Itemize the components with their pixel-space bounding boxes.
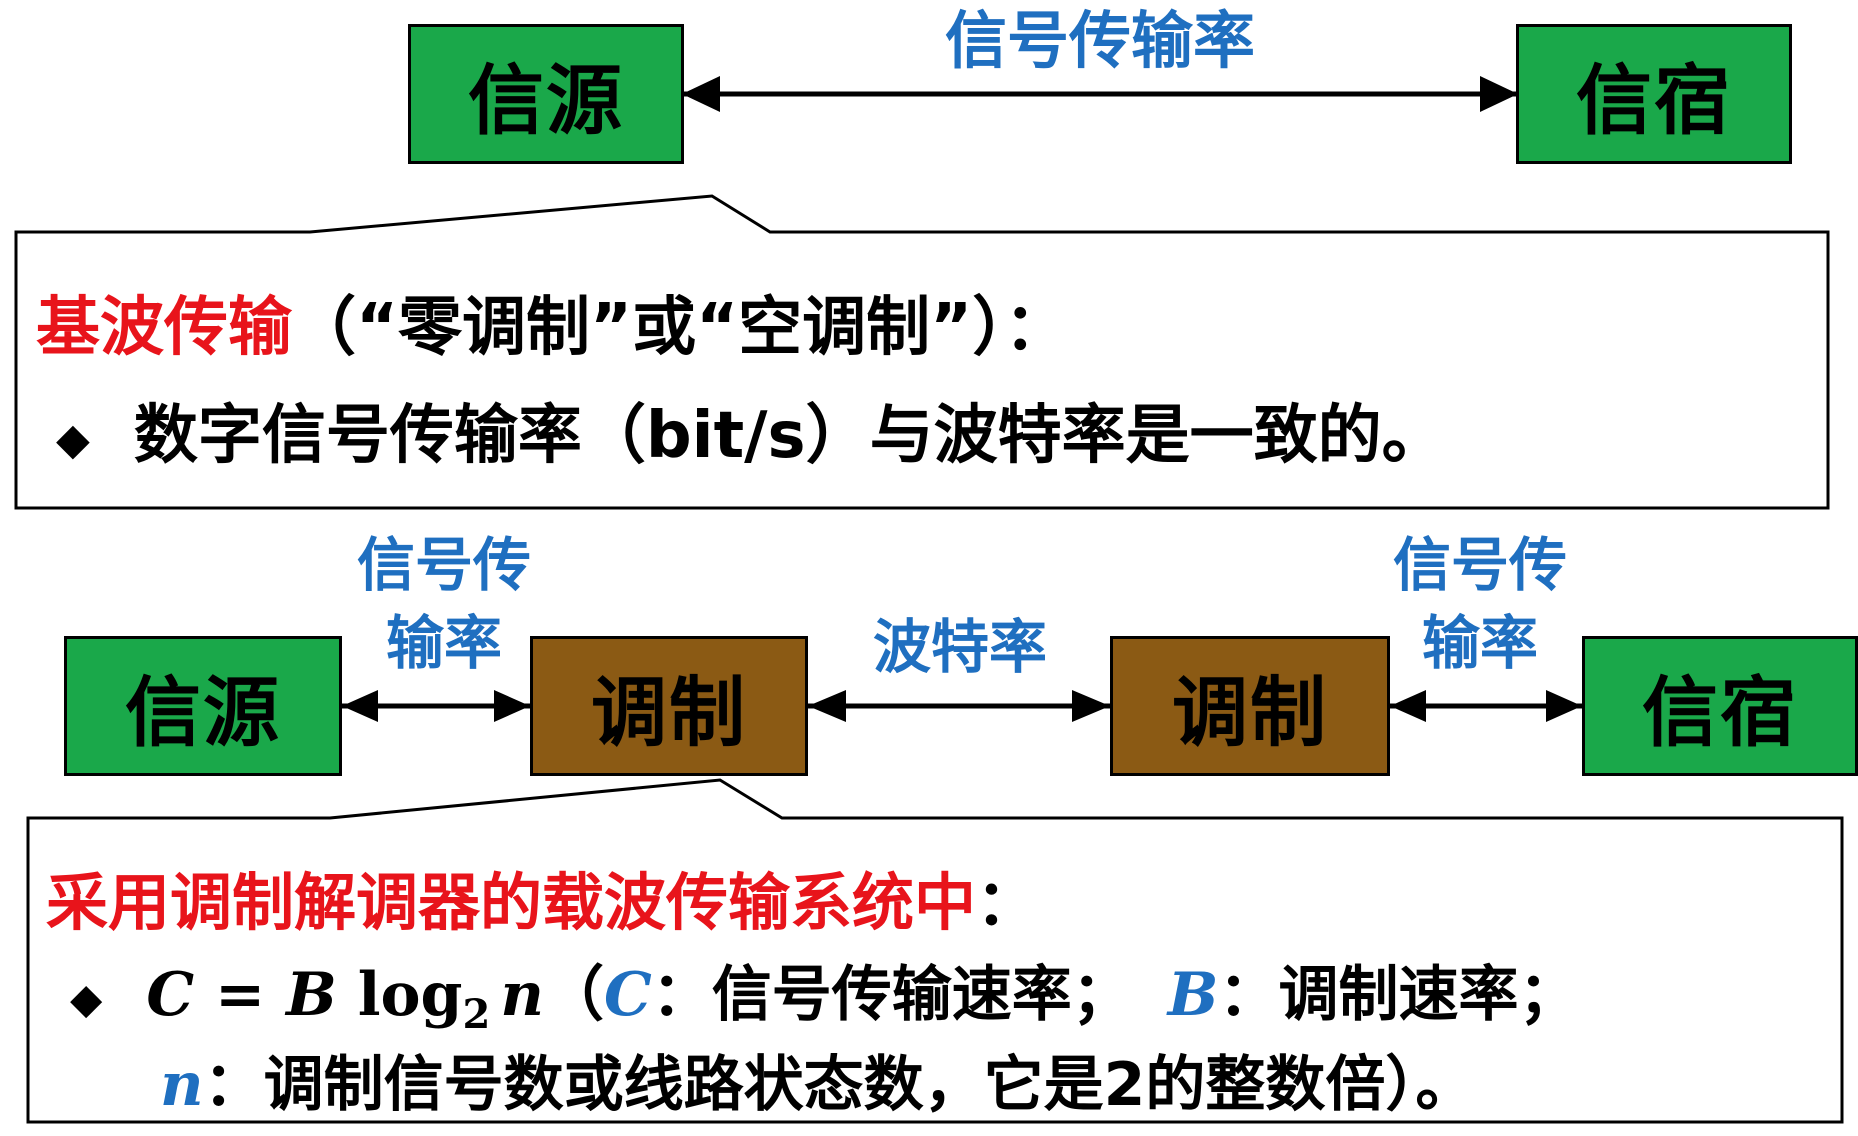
formula-log-base: 2 [462,991,491,1038]
callout1-heading: 基波传输（“零调制”或“空调制”）： [36,276,1068,368]
top-source-box: 信源 [408,24,684,164]
bottom-modulator-left-box: 调制 [530,636,808,776]
formula-equals: = [194,960,287,1030]
callout1-heading-rest: （“零调制”或“空调制”）： [292,291,1069,365]
top-source-label: 信源 [468,56,624,145]
bottom-sink-label: 信宿 [1642,668,1798,757]
callout2-outline [26,778,1844,1124]
callout2-heading: 采用调制解调器的载波传输系统中： [46,852,1038,942]
bottom-left-label-line2: 输率 [385,609,502,677]
bullet-icon: ◆ [56,413,90,465]
bottom-modulator-right-label: 调制 [1172,668,1328,757]
bottom-right-label: 信号传 输率 [1380,526,1580,682]
callout2-second-line: n：调制信号数或线路状态数，它是2的整数倍）。 [160,1036,1475,1123]
bottom-middle-arrow [808,690,1110,722]
bottom-modulator-right-box: 调制 [1110,636,1390,776]
callout1-outline [14,194,1830,510]
symbol-C: C [603,960,652,1030]
bottom-left-arrow [342,690,530,722]
desc-n: ：调制信号数或线路状态数，它是2的整数倍）。 [203,1050,1476,1120]
top-link-arrow [682,76,1518,112]
bottom-modulator-left-label: 调制 [591,668,747,757]
bottom-left-label-line1: 信号传 [356,531,531,599]
top-link-label: 信号传输率 [944,4,1255,77]
formula-C: C [146,960,195,1030]
symbol-B: B [1167,960,1219,1030]
top-sink-label: 信宿 [1576,56,1732,145]
callout2-heading-red: 采用调制解调器的载波传输系统中 [46,866,977,939]
desc-C: ：信号传输速率； [651,960,1132,1030]
desc-B: ：调制速率； [1218,960,1579,1030]
callout1-heading-red: 基波传输 [36,291,292,365]
bottom-right-label-line2: 输率 [1421,609,1538,677]
top-sink-box: 信宿 [1516,24,1792,164]
callout1-bullet-line: ◆ 数字信号传输率（bit/s）与波特率是一致的。 [56,384,1446,476]
formula-log: log [336,960,463,1030]
bottom-source-label: 信源 [125,668,281,757]
bottom-sink-box: 信宿 [1582,636,1858,776]
bullet-icon: ◆ [70,973,103,1023]
bottom-source-box: 信源 [64,636,342,776]
bottom-right-arrow [1390,690,1582,722]
symbol-n: n [160,1050,204,1120]
formula-B: B [286,960,337,1030]
callout2-heading-colon: ： [976,866,1039,939]
callout1-line1: 数字信号传输率（bit/s）与波特率是一致的。 [133,399,1446,473]
bottom-left-label: 信号传 输率 [344,526,544,682]
formula-n: n [500,960,544,1030]
bottom-right-label-line1: 信号传 [1392,531,1567,599]
bottom-middle-label: 波特率 [872,613,1047,681]
paren-open: （ [543,960,604,1030]
